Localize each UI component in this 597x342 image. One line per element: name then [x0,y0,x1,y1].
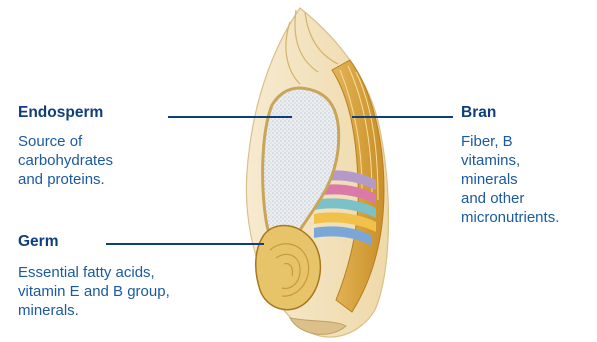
germ-pointer-line [106,243,264,245]
endosperm-desc-line-3: and proteins. [18,170,105,189]
germ-desc-line-3: minerals. [18,301,79,320]
germ-desc-line-1: Essential fatty acids, [18,263,155,282]
bran-desc-line-3: minerals [461,170,518,189]
bran-desc-line-2: vitamins, [461,151,520,170]
bran-title: Bran [461,104,496,122]
bran-pointer-line [352,116,453,118]
germ-desc-line-2: vitamin E and B group, [18,282,170,301]
endosperm-desc-line-2: carbohydrates [18,151,113,170]
endosperm-title: Endosperm [18,104,103,122]
endosperm-desc-line-1: Source of [18,132,82,151]
germ-region [256,226,321,310]
bran-desc-line-5: micronutrients. [461,208,559,227]
germ-title: Germ [18,233,59,251]
endosperm-pointer-line [168,116,292,118]
bran-desc-line-4: and other [461,189,524,208]
bran-desc-line-1: Fiber, B [461,132,513,151]
